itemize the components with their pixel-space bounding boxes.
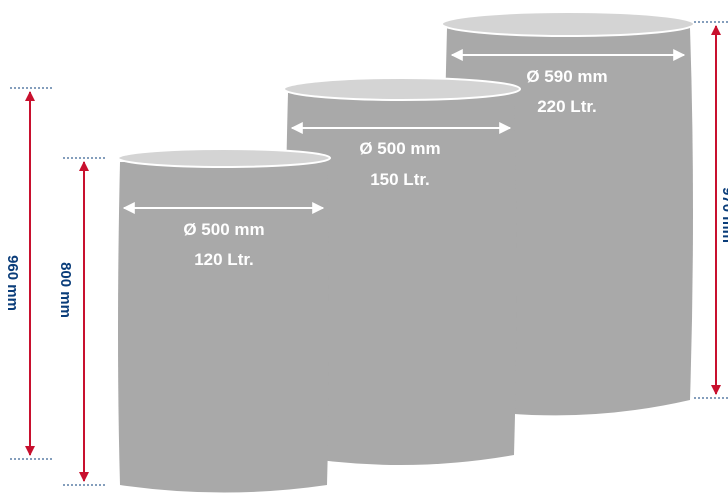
- barrel-120l: Ø 500 mm 120 Ltr.: [117, 148, 331, 493]
- height-label: 800 mm: [57, 262, 74, 318]
- barrel-150l-volume-label: 150 Ltr.: [370, 170, 430, 189]
- height-label: 970 mm: [719, 187, 728, 243]
- barrel-120l-rim: [117, 148, 331, 168]
- barrel-150l-diameter-label: Ø 500 mm: [359, 139, 440, 158]
- height-dimension-970: 970 mm: [694, 21, 728, 399]
- barrel-120l-volume-label: 120 Ltr.: [194, 250, 254, 269]
- barrel-150l-rim: [283, 77, 521, 101]
- barrel-220l-rim: [441, 11, 695, 37]
- height-dimension-960: 960 mm: [4, 87, 52, 460]
- barrel-150l-body: [284, 93, 517, 465]
- barrel-220l-volume-label: 220 Ltr.: [537, 97, 597, 116]
- height-label: 960 mm: [4, 255, 21, 311]
- barrel-120l-diameter-label: Ø 500 mm: [183, 220, 264, 239]
- barrel-120l-body: [118, 162, 329, 493]
- height-dimension-800: 800 mm: [57, 157, 105, 486]
- barrel-220l-diameter-label: Ø 590 mm: [526, 67, 607, 86]
- barrel-150l: Ø 500 mm 150 Ltr.: [283, 77, 521, 465]
